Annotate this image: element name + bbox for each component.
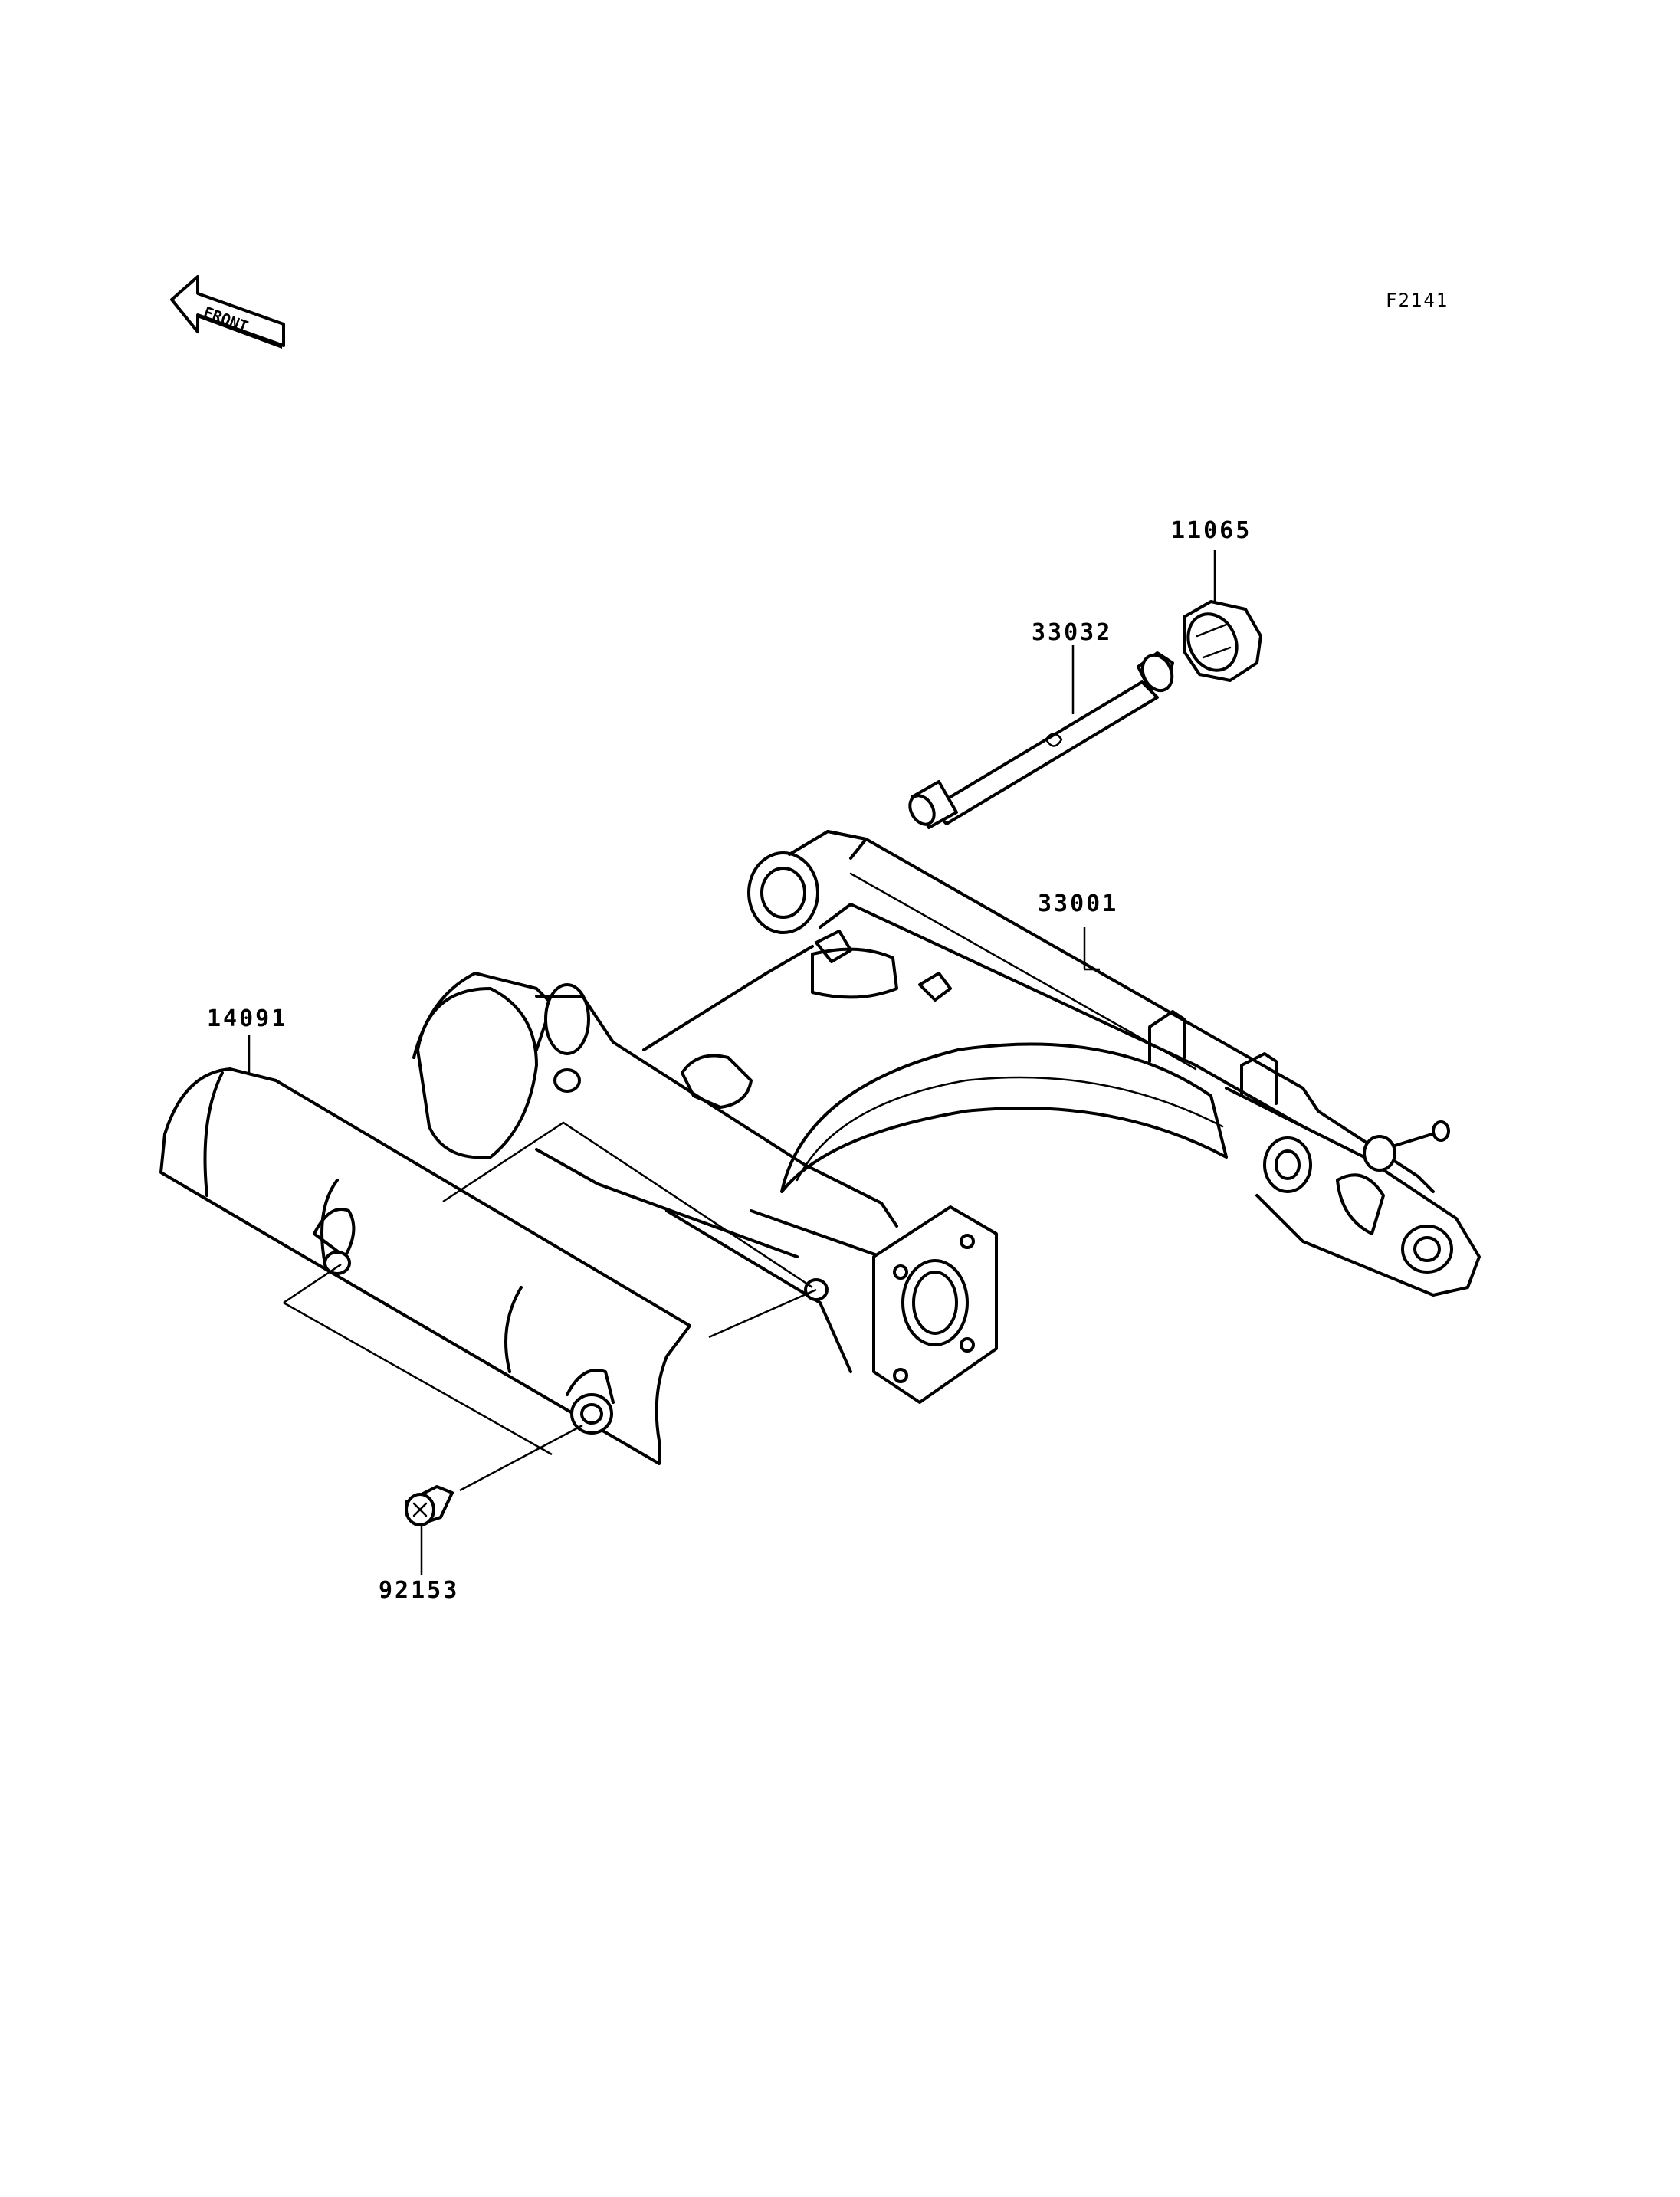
dashed-guide-5 xyxy=(459,1424,583,1492)
part-label-11065: 11065 xyxy=(1171,517,1252,544)
swingarm-part xyxy=(412,830,1481,1404)
part-label-33032: 33032 xyxy=(1032,619,1113,646)
dashed-guide-4 xyxy=(283,1263,342,1304)
bushing-cap-part xyxy=(1183,600,1262,682)
dashed-guide-2 xyxy=(442,1121,813,1289)
part-label-33001: 33001 xyxy=(1038,890,1119,917)
part-label-92153: 92153 xyxy=(379,1577,460,1604)
figure-code: F2141 xyxy=(1386,290,1449,311)
part-label-14091: 14091 xyxy=(207,1005,288,1032)
pivot-shaft-part xyxy=(908,651,1174,829)
front-arrow-icon: FRONT xyxy=(170,275,285,349)
dashed-guide-3 xyxy=(708,1288,817,1339)
cover-part xyxy=(159,1067,691,1465)
dashed-guide-1 xyxy=(283,1301,553,1456)
bolt-part xyxy=(405,1485,454,1526)
